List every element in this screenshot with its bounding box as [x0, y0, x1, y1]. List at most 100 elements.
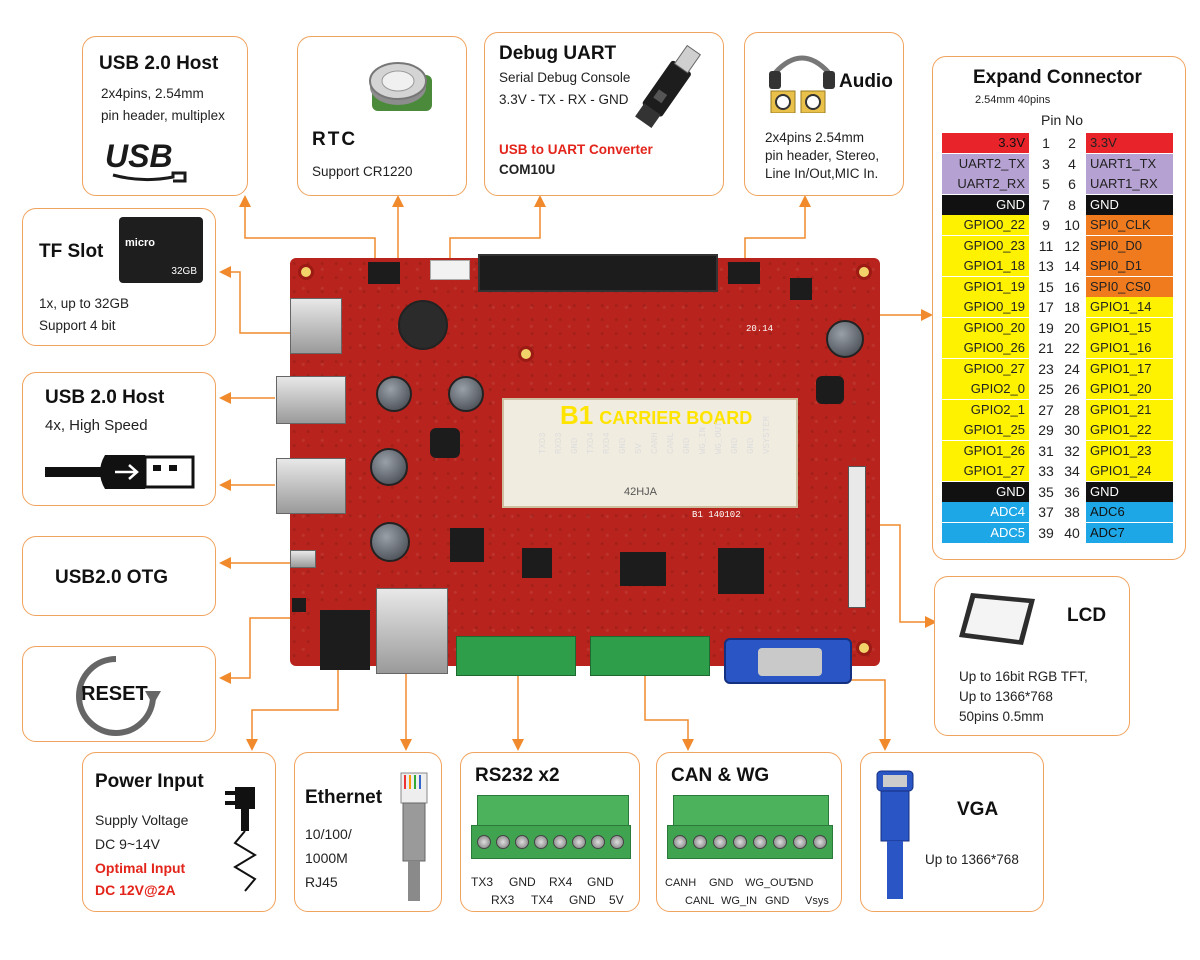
expand-pin-number: 15 — [1038, 279, 1054, 295]
usb-otg-port — [290, 550, 316, 568]
board-version: B1 140102 — [692, 510, 741, 520]
can-wg-pin-label: GND — [789, 877, 814, 889]
can-wg-pin-label: WG_OUT — [745, 877, 794, 889]
audio-pin-header — [728, 262, 760, 284]
debug-uart-line2: 3.3V - TX - RX - GND — [499, 92, 629, 107]
expand-pin-number: 3 — [1042, 156, 1050, 172]
lcd-callout: LCD Up to 16bit RGB TFT, Up to 1366*768 … — [934, 576, 1130, 736]
expand-pin-left-label: GND — [942, 195, 1029, 215]
lcd-fpc-connector — [848, 466, 866, 608]
power-callout: Power Input Supply Voltage DC 9~14V Opti… — [82, 752, 276, 912]
rtc-battery-holder — [398, 300, 448, 350]
expand-pin-number: 14 — [1064, 258, 1080, 274]
debug-uart-callout: Debug UART Serial Debug Console 3.3V - T… — [484, 32, 724, 196]
screw-icon — [553, 835, 567, 849]
expand-pin-number: 16 — [1064, 279, 1080, 295]
debug-uart-connector — [430, 260, 470, 280]
expand-pin-number: 19 — [1038, 320, 1054, 336]
expand-pin-left-label: ADC5 — [942, 523, 1029, 543]
slot-pin-label: GND — [746, 437, 756, 454]
expand-pin-left-label: GPIO1_18 — [942, 256, 1029, 276]
tf-slot-socket — [290, 298, 342, 354]
lcd-title: LCD — [1067, 605, 1107, 626]
expand-pin-number: 35 — [1038, 484, 1054, 500]
audio-line2: pin header, Stereo, — [765, 148, 880, 163]
expand-pin-left-label: UART2_RX — [942, 174, 1029, 194]
rs232-pin-label: RX3 — [491, 893, 515, 907]
expand-pin-number: 24 — [1064, 361, 1080, 377]
expand-pin-right-label: GND — [1086, 195, 1173, 215]
rs232-terminal-block — [456, 636, 576, 676]
expand-pin-number: 32 — [1064, 443, 1080, 459]
usb-logo-icon: USB — [103, 137, 233, 187]
rs232-title: RS232 x2 — [475, 765, 560, 786]
mounting-hole — [298, 264, 314, 280]
power-adapter-icon — [223, 781, 267, 901]
screw-icon — [591, 835, 605, 849]
ic-chip — [718, 548, 764, 594]
screw-icon — [753, 835, 767, 849]
expand-pin-left-label: GPIO2_0 — [942, 379, 1029, 399]
usb-host-top-line1: 2x4pins, 2.54mm — [101, 86, 204, 101]
expand-pin-number: 12 — [1064, 238, 1080, 254]
headphones-icon — [767, 43, 837, 114]
can-wg-terminal-block — [590, 636, 710, 676]
microsd-card-icon: micro 32GB — [119, 217, 203, 283]
usb-host-top-title: USB 2.0 Host — [99, 53, 219, 74]
expand-title: Expand Connector — [973, 67, 1142, 88]
expand-pin-number: 2 — [1068, 135, 1076, 151]
usb-host-port — [276, 458, 346, 514]
lcd-line1: Up to 16bit RGB TFT, — [959, 669, 1088, 684]
slot-pin-label: RXD4 — [602, 432, 612, 454]
power-line4: DC 12V@2A — [95, 882, 176, 898]
expand-pin-number: 40 — [1064, 525, 1080, 541]
screw-icon — [673, 835, 687, 849]
board-title-sub: CARRIER BOARD — [599, 408, 753, 428]
capacitor — [370, 522, 410, 562]
expand-pin-number: 13 — [1038, 258, 1054, 274]
screw-icon — [610, 835, 624, 849]
expand-pin-right-label: SPI0_D1 — [1086, 256, 1173, 276]
expand-pin-number: 11 — [1038, 238, 1054, 254]
slot-pin-label: WG_IN — [698, 426, 708, 454]
capacitor — [370, 448, 408, 486]
slot-pin-label: VSYSTEM — [762, 416, 772, 454]
slot-pin-label: RXD3 — [554, 432, 564, 454]
reset-icon — [71, 651, 161, 741]
debug-uart-line4: COM10U — [499, 162, 556, 177]
screw-icon — [572, 835, 586, 849]
can-wg-pin-label: GND — [709, 877, 734, 889]
mounting-hole — [518, 346, 534, 362]
screw-icon — [534, 835, 548, 849]
terminal-block-body — [471, 825, 631, 859]
debug-uart-line1: Serial Debug Console — [499, 70, 631, 85]
mounting-hole — [856, 264, 872, 280]
usb-uart-dongle-icon — [623, 39, 715, 139]
expand-pin-number: 8 — [1068, 197, 1076, 213]
screw-icon — [813, 835, 827, 849]
rs232-pin-label: TX4 — [531, 893, 554, 907]
expand-pin-right-label: ADC6 — [1086, 502, 1173, 522]
vga-title: VGA — [957, 799, 999, 820]
expand-pin-number: 22 — [1064, 340, 1080, 356]
expand-pin-right-label: GPIO1_23 — [1086, 441, 1173, 461]
power-title: Power Input — [95, 771, 204, 792]
expand-pin-right-label: SPI0_CS0 — [1086, 277, 1173, 297]
terminal-block-top — [477, 795, 629, 827]
ethernet-title: Ethernet — [305, 787, 383, 808]
audio-callout: Audio 2x4pins 2.54mm pin header, Stereo,… — [744, 32, 904, 196]
expand-pin-number: 34 — [1064, 463, 1080, 479]
ethernet-line3: RJ45 — [305, 874, 338, 890]
expand-pin-right-label: UART1_RX — [1086, 174, 1173, 194]
slot-pin-label: WG_OUT — [714, 421, 724, 454]
slot-pin-label: TXD4 — [586, 432, 596, 454]
expand-pin-number: 30 — [1064, 422, 1080, 438]
can-wg-callout: CAN & WG CANH GND WG_OUT GND CANL WG_IN … — [656, 752, 842, 912]
can-wg-pin-label: Vsys — [805, 895, 829, 907]
tf-slot-title: TF Slot — [39, 241, 104, 262]
ic-chip — [620, 552, 666, 586]
expand-pin-right-label: 3.3V — [1086, 133, 1173, 153]
rj45-cable-icon — [393, 767, 435, 903]
audio-title: Audio — [839, 71, 893, 92]
